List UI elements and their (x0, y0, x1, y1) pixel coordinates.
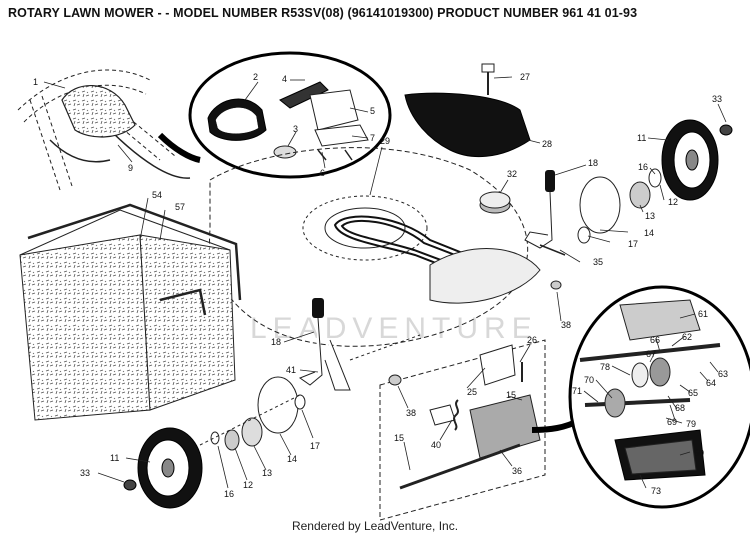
callout-64: 64 (706, 378, 716, 388)
callout-leaders (43, 76, 727, 489)
callout-18-upper: 18 (588, 158, 598, 168)
rear-shroud (404, 63, 531, 158)
callout-2: 2 (253, 72, 258, 82)
callout-3: 3 (293, 124, 298, 134)
callout-28: 28 (542, 139, 552, 149)
callout-11-upper: 11 (637, 133, 646, 143)
control-bar-pad (61, 85, 136, 138)
callout-33-upper: 33 (712, 94, 722, 104)
callout-16-lower: 16 (224, 489, 234, 499)
callout-67: 67 (646, 349, 656, 359)
callout-17-lower: 17 (310, 441, 320, 451)
transmission-area (379, 339, 546, 521)
left-height-lever (298, 298, 421, 391)
callout-63: 63 (718, 369, 728, 379)
callout-38-upper: 38 (561, 320, 571, 330)
callout-38-lower: 38 (406, 408, 416, 418)
callout-35: 35 (593, 257, 603, 267)
callout-18-lower: 18 (271, 337, 281, 347)
detail-bubble-top (157, 51, 392, 179)
callout-25: 25 (467, 387, 477, 397)
right-height-lever (524, 170, 566, 290)
callout-41: 41 (286, 365, 296, 375)
callout-33-lower: 33 (80, 468, 90, 478)
page-title: ROTARY LAWN MOWER - - MODEL NUMBER R53SV… (8, 6, 638, 20)
callout-14-upper: 14 (644, 228, 654, 238)
callout-15-right: 15 (506, 390, 516, 400)
callout-15-left: 15 (394, 433, 404, 443)
callout-5: 5 (370, 106, 375, 116)
callout-12-lower: 12 (243, 480, 253, 490)
callout-61: 61 (698, 309, 708, 319)
pulley (479, 191, 511, 214)
callout-27: 27 (520, 72, 530, 82)
grass-catcher (19, 203, 242, 421)
callout-7: 7 (370, 133, 375, 143)
right-wheel-upper (577, 119, 733, 244)
callout-13-lower: 13 (262, 468, 272, 478)
callout-69: 69 (667, 417, 677, 427)
callout-70: 70 (584, 375, 594, 385)
callout-78: 78 (600, 362, 610, 372)
callout-68: 68 (675, 403, 685, 413)
callout-40: 40 (431, 440, 441, 450)
callout-60: 60 (694, 448, 704, 458)
callout-57: 57 (175, 202, 185, 212)
callout-14-lower: 14 (287, 454, 297, 464)
callout-16-upper: 16 (638, 162, 648, 172)
detail-bubble-transmission (531, 285, 750, 509)
callout-66: 66 (650, 335, 660, 345)
callout-4: 4 (282, 74, 287, 84)
handle-assembly (17, 69, 191, 191)
callout-73: 73 (651, 486, 661, 496)
callout-13-upper: 13 (645, 211, 655, 221)
callout-11-lower: 11 (110, 453, 119, 463)
callout-36: 36 (512, 466, 522, 476)
callout-65: 65 (688, 388, 698, 398)
callout-54: 54 (152, 190, 162, 200)
watermark: LEADVENTURE (250, 312, 538, 345)
callout-62: 62 (682, 332, 692, 342)
callout-labels: 1 2 3 4 5 6 7 9 27 28 29 33 11 16 12 13 … (33, 72, 728, 499)
callout-6: 6 (320, 168, 325, 178)
callout-1: 1 (33, 77, 38, 87)
callout-17-upper: 17 (628, 239, 638, 249)
callout-9: 9 (128, 163, 133, 173)
callout-71: 71 (572, 386, 582, 396)
front-cover (429, 248, 541, 304)
callout-26: 26 (527, 335, 537, 345)
callout-29: 29 (380, 136, 390, 146)
callout-12-upper: 12 (668, 197, 678, 207)
footer-credit: Rendered by LeadVenture, Inc. (291, 519, 459, 533)
callout-32: 32 (507, 169, 517, 179)
callout-79: 79 (686, 419, 696, 429)
left-wheel-lower (123, 376, 306, 509)
